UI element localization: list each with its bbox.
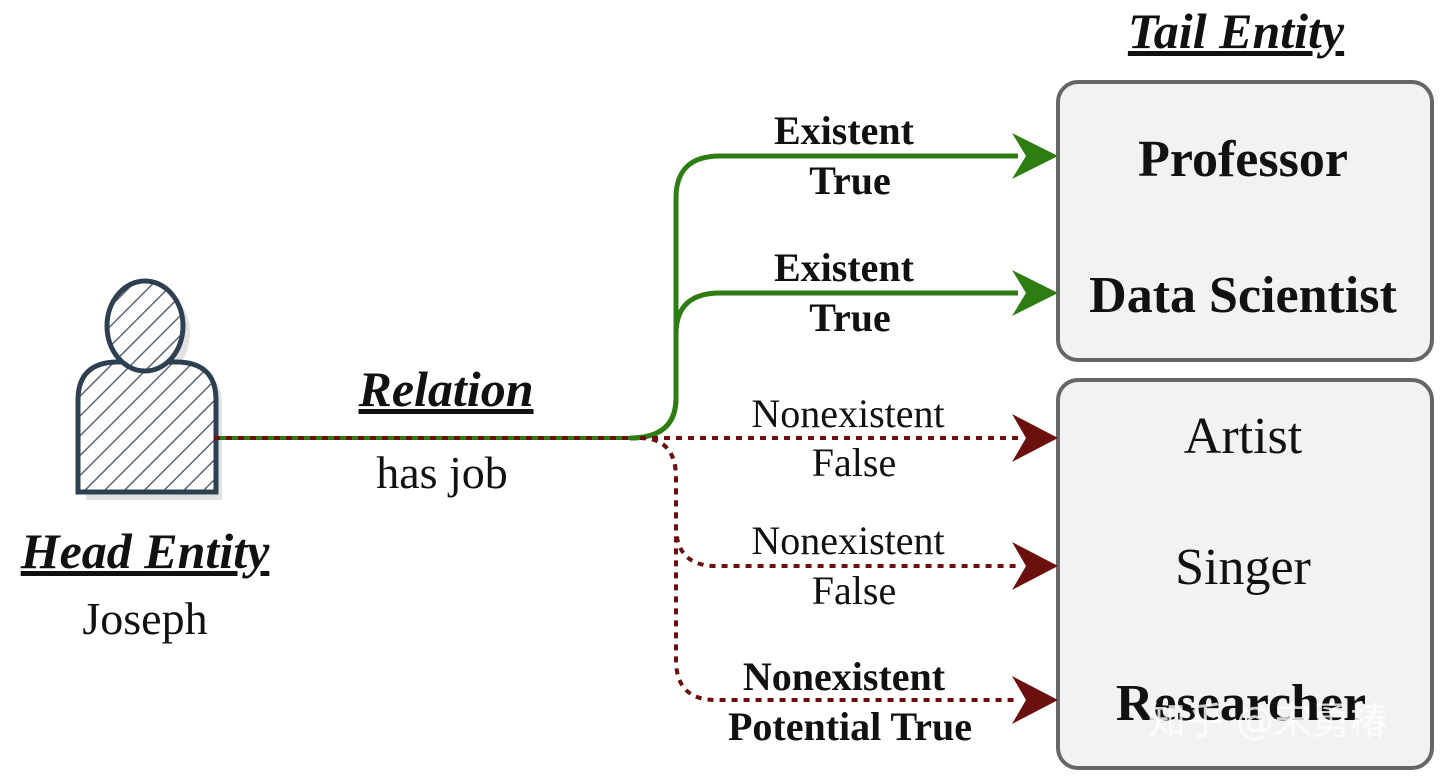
person-icon — [75, 278, 222, 500]
edge-label-1-line1: Existent — [774, 108, 915, 153]
edge-arrow-5 — [1012, 676, 1058, 724]
tail-box-true — [1056, 80, 1434, 362]
tail-researcher: Researcher — [1116, 675, 1366, 732]
relation-name: has job — [376, 447, 508, 498]
edge-label-4-line2: False — [812, 568, 896, 613]
edge-label-5-line1: Nonexistent — [743, 654, 946, 699]
edge-label-3-line1: Nonexistent — [751, 391, 944, 436]
edge-arrow-4 — [1012, 542, 1058, 590]
head-entity-header: Head Entity — [20, 523, 270, 579]
edge-label-5-line2: Potential True — [728, 704, 972, 749]
head-entity-name: Joseph — [82, 593, 207, 644]
edge-label-2-line1: Existent — [774, 245, 915, 290]
edge-line-5 — [639, 436, 1018, 702]
tail-data-scientist: Data Scientist — [1089, 267, 1397, 324]
edge-label-1-line2: True — [809, 158, 890, 203]
watermark: 知乎 @宋勇椿 — [1148, 699, 1388, 743]
edge-label-2-line2: True — [809, 295, 890, 340]
tail-singer: Singer — [1175, 539, 1311, 596]
edge-arrow-2 — [1012, 270, 1058, 316]
edge-line-2 — [629, 290, 1018, 441]
tail-artist: Artist — [1184, 408, 1303, 465]
edge-arrow-3 — [1012, 414, 1058, 462]
edge-label-3-line2: False — [812, 440, 896, 485]
edge-arrow-1 — [1012, 133, 1058, 179]
tail-box-other — [1056, 378, 1434, 770]
relation-header: Relation — [357, 361, 533, 417]
tail-entity-header: Tail Entity — [1128, 3, 1345, 59]
edge-label-4-line1: Nonexistent — [751, 518, 944, 563]
tail-professor: Professor — [1138, 131, 1348, 188]
